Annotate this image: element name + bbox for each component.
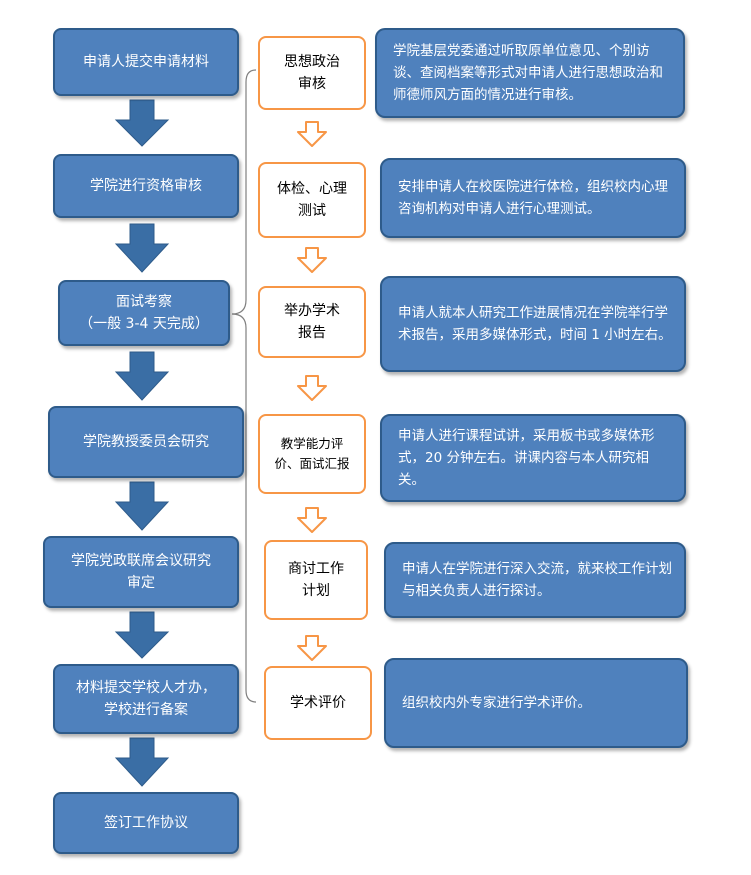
description-health-check: 安排申请人在校医院进行体检，组织校内心理咨询机构对申请人进行心理测试。 xyxy=(380,158,686,238)
step-sign-agreement: 签订工作协议 xyxy=(53,792,239,854)
description-teaching-evaluation: 申请人进行课程试讲，采用板书或多媒体形式，20 分钟左右。讲课内容与本人研究相关… xyxy=(380,414,686,502)
description-text: 申请人进行课程试讲，采用板书或多媒体形式，20 分钟左右。讲课内容与本人研究相关… xyxy=(398,428,655,488)
description-text: 组织校内外专家进行学术评价。 xyxy=(402,695,591,711)
substep-label: 商讨工作 计划 xyxy=(288,561,344,599)
step-professor-committee: 学院教授委员会研究 xyxy=(48,406,244,478)
description-text: 学院基层党委通过听取原单位意见、个别访谈、查阅档案等形式对申请人进行思想政治和师… xyxy=(393,43,663,103)
step-label: 学院教授委员会研究 xyxy=(83,434,209,450)
step-interview: 面试考察 （一般 3-4 天完成） xyxy=(58,280,230,346)
substep-label: 教学能力评 价、面试汇报 xyxy=(274,436,350,471)
substep-label: 体检、心理 测试 xyxy=(277,181,347,219)
outline-down-arrow-icon xyxy=(297,375,327,401)
outline-down-arrow-icon xyxy=(297,121,327,147)
substep-label: 思想政治 审核 xyxy=(284,54,340,92)
substep-political-review: 思想政治 审核 xyxy=(258,36,366,110)
description-academic-evaluation: 组织校内外专家进行学术评价。 xyxy=(384,658,688,748)
down-arrow-icon xyxy=(114,611,170,659)
outline-down-arrow-icon xyxy=(297,635,327,661)
step-label: 学院进行资格审核 xyxy=(90,178,202,194)
down-arrow-icon xyxy=(114,481,170,531)
substep-teaching-evaluation: 教学能力评 价、面试汇报 xyxy=(258,414,366,494)
outline-down-arrow-icon xyxy=(297,507,327,533)
description-academic-report: 申请人就本人研究工作进展情况在学院举行学术报告，采用多媒体形式，时间 1 小时左… xyxy=(380,276,686,372)
description-text: 申请人就本人研究工作进展情况在学院举行学术报告，采用多媒体形式，时间 1 小时左… xyxy=(398,305,672,343)
substep-work-plan: 商讨工作 计划 xyxy=(264,540,368,620)
description-work-plan: 申请人在学院进行深入交流，就来校工作计划与相关负责人进行探讨。 xyxy=(384,542,686,618)
description-text: 申请人在学院进行深入交流，就来校工作计划与相关负责人进行探讨。 xyxy=(402,561,672,599)
step-submit-materials: 申请人提交申请材料 xyxy=(53,28,239,96)
down-arrow-icon xyxy=(114,737,170,787)
step-joint-meeting: 学院党政联席会议研究 审定 xyxy=(43,536,239,608)
step-label: 面试考察 （一般 3-4 天完成） xyxy=(79,294,209,332)
substep-health-check: 体检、心理 测试 xyxy=(258,162,366,238)
description-text: 安排申请人在校医院进行体检，组织校内心理咨询机构对申请人进行心理测试。 xyxy=(398,179,668,217)
down-arrow-icon xyxy=(114,223,170,273)
substep-label: 举办学术 报告 xyxy=(284,303,340,341)
substep-academic-evaluation: 学术评价 xyxy=(264,666,372,740)
description-political-review: 学院基层党委通过听取原单位意见、个别访谈、查阅档案等形式对申请人进行思想政治和师… xyxy=(375,28,685,118)
substep-academic-report: 举办学术 报告 xyxy=(258,286,366,358)
outline-down-arrow-icon xyxy=(297,247,327,273)
down-arrow-icon xyxy=(114,351,170,401)
step-label: 材料提交学校人才办， 学校进行备案 xyxy=(76,680,216,718)
step-label: 学院党政联席会议研究 审定 xyxy=(71,553,211,591)
down-arrow-icon xyxy=(114,99,170,147)
step-label: 签订工作协议 xyxy=(104,815,188,831)
step-submit-to-talent-office: 材料提交学校人才办， 学校进行备案 xyxy=(53,664,239,734)
step-qualification-review: 学院进行资格审核 xyxy=(53,154,239,218)
substep-label: 学术评价 xyxy=(290,695,346,711)
step-label: 申请人提交申请材料 xyxy=(83,54,209,70)
